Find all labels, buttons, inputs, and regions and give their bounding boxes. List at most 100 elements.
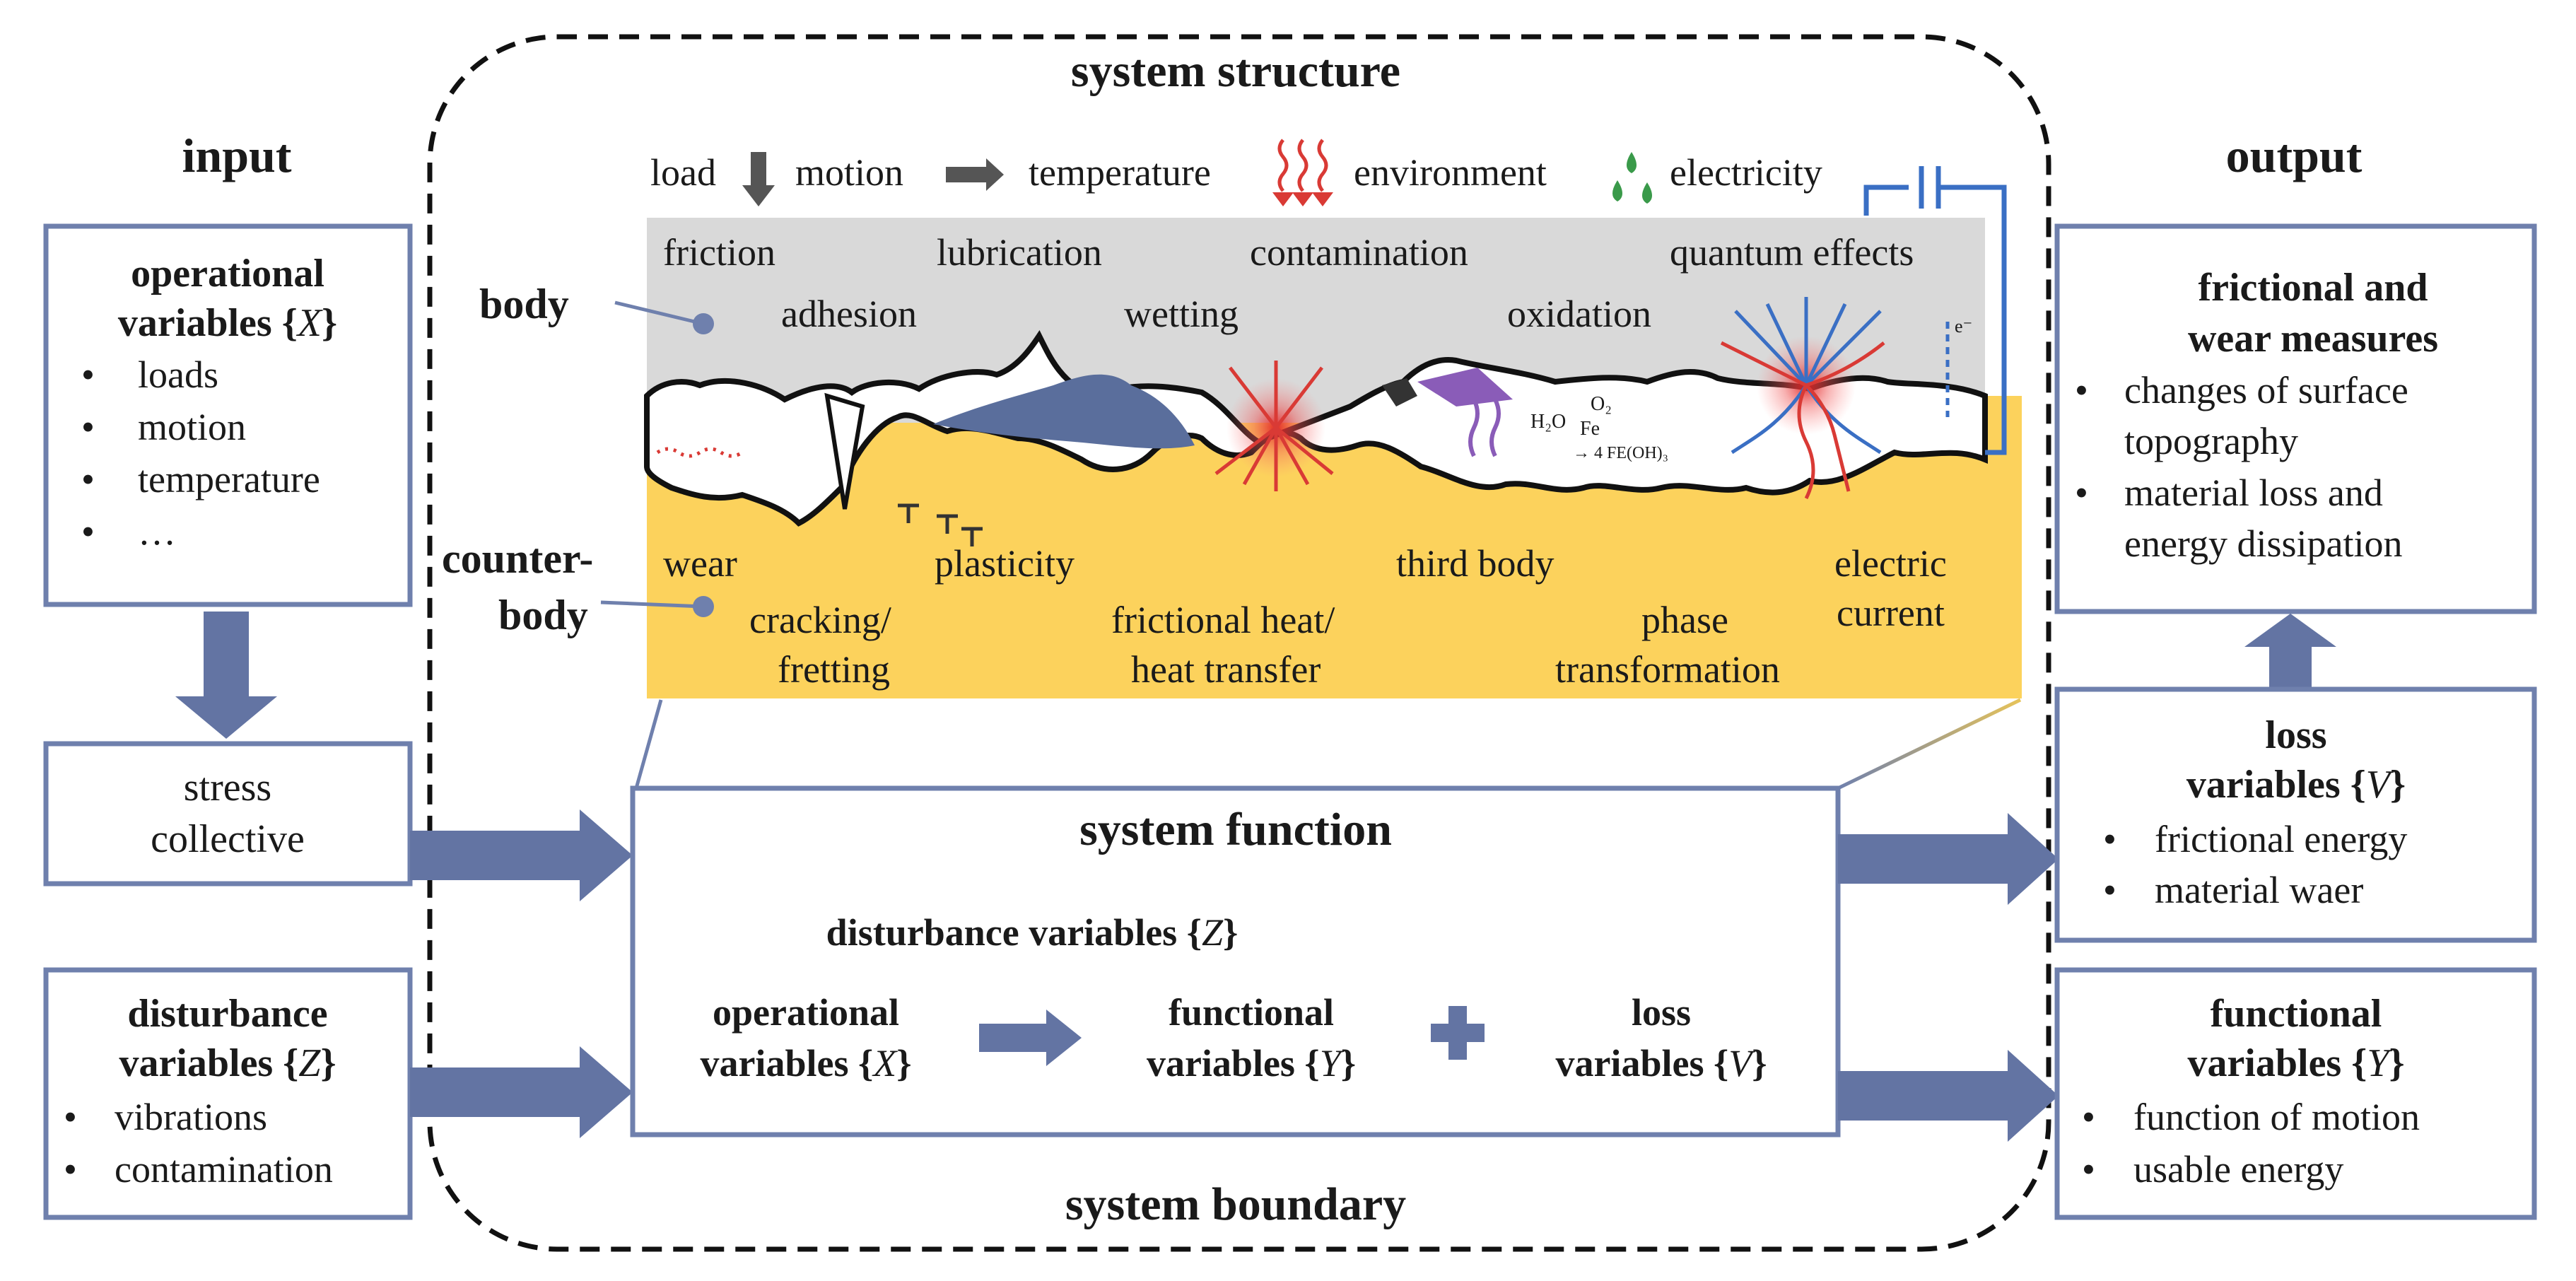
- influence-electricity: electricity: [1670, 151, 1822, 194]
- input-dist-item-1: vibrations: [115, 1096, 267, 1138]
- heat-arrows: [1214, 361, 1334, 491]
- out-fric-item-1b: topography: [2124, 420, 2298, 462]
- input-op-item-3: temperature: [138, 458, 320, 501]
- load-arrow-icon: [742, 152, 775, 206]
- bullet-dot: •: [2075, 369, 2088, 411]
- bullet-dot: •: [81, 353, 95, 396]
- effect-wetting: wetting: [1124, 293, 1239, 335]
- out-fric-item-1a: changes of surface: [2124, 369, 2408, 411]
- third-body-dark: [1382, 378, 1417, 406]
- system-boundary-frame: [427, 34, 2051, 1252]
- effect-cracking-2: fretting: [778, 648, 890, 691]
- stress-to-function-arrow: [410, 809, 633, 901]
- system-function-box: system function disturbance variables {Z…: [630, 785, 1841, 1137]
- funnel-right: [1837, 698, 2022, 790]
- counterbody-label-2: body: [498, 592, 588, 638]
- function-func-1: functional: [1169, 991, 1334, 1034]
- output-frictional-box: frictional and wear measures • changes o…: [2054, 223, 2537, 614]
- influence-motion: motion: [795, 151, 903, 194]
- chem-product: → 4 FE(OH)₃: [1573, 444, 1668, 462]
- effect-oxidation: oxidation: [1507, 293, 1651, 335]
- crack-spike: [824, 392, 865, 510]
- effect-friction: friction: [663, 231, 775, 274]
- effect-phase-2: transformation: [1555, 648, 1780, 691]
- out-fric-title-2: wear measures: [2188, 317, 2438, 361]
- function-loss-1: loss: [1632, 991, 1691, 1034]
- input-op-title-1: operational: [131, 252, 324, 296]
- bullet-dot: •: [2075, 472, 2088, 514]
- input-dist-title-2: variables {Z}: [119, 1041, 336, 1085]
- out-func-item-2: usable energy: [2133, 1148, 2343, 1191]
- third-body-heat-arrows: [1468, 398, 1501, 457]
- effect-lubrication: lubrication: [937, 231, 1102, 274]
- effect-electric-2: current: [1837, 592, 1945, 634]
- bullet-dot: •: [64, 1148, 77, 1191]
- input-disturbance-box: disturbance variables {Z} • vibrations •…: [43, 967, 413, 1220]
- plus-icon: [1431, 1006, 1485, 1060]
- adhesion-patch: [933, 374, 1195, 449]
- disturbance-to-function-arrow: [410, 1046, 633, 1138]
- system-structure-title: system structure: [1071, 45, 1400, 97]
- function-op-2: variables {X}: [700, 1042, 911, 1084]
- function-func-2: variables {Y}: [1147, 1042, 1356, 1084]
- effect-phase-1: phase: [1641, 599, 1728, 641]
- subsurface-damage: [656, 447, 744, 458]
- function-loss-2: variables {V}: [1555, 1042, 1767, 1084]
- input-heading: input: [182, 129, 292, 182]
- effect-wear: wear: [663, 542, 737, 585]
- motion-arrow-icon: [946, 158, 1004, 191]
- function-disturbance: disturbance variables {Z}: [826, 911, 1239, 954]
- output-functional-box: functional variables {Y} • function of m…: [2054, 967, 2537, 1220]
- counterbody-pointer: [600, 600, 704, 609]
- temperature-waves-icon: [1272, 139, 1333, 206]
- bullet-dot: •: [2082, 1096, 2095, 1138]
- function-arrow: [979, 1010, 1082, 1066]
- loss-up-arrow: [2244, 614, 2336, 689]
- third-body-particle: [1417, 368, 1513, 406]
- effect-heat-2: heat transfer: [1131, 648, 1321, 691]
- bullet-dot: •: [81, 406, 95, 448]
- out-fric-title-1: frictional and: [2198, 266, 2428, 310]
- out-fric-item-2a: material loss and: [2124, 472, 2383, 514]
- input-op-item-4: …: [138, 510, 176, 553]
- output-heading: output: [2226, 129, 2363, 182]
- body-pointer: [614, 300, 704, 326]
- out-loss-item-2: material waer: [2155, 869, 2363, 911]
- dislocation-marks: [898, 503, 983, 546]
- function-to-functional-arrow: [1838, 1050, 2059, 1142]
- out-loss-title-1: loss: [2265, 713, 2326, 757]
- effect-plasticity: plasticity: [935, 542, 1075, 585]
- chem-o2: O₂: [1591, 393, 1612, 415]
- out-func-title-2: variables {Y}: [2187, 1041, 2404, 1085]
- effect-cracking-1: cracking/: [749, 599, 891, 641]
- input-op-item-1: loads: [138, 353, 218, 396]
- counterbody-label-1: counter-: [442, 535, 593, 582]
- influence-environment: environment: [1354, 151, 1547, 194]
- stress-collective-box: stress collective: [43, 741, 413, 887]
- effect-heat-1: frictional heat/: [1111, 599, 1335, 641]
- electricity-wire: [1863, 166, 2007, 455]
- effect-adhesion: adhesion: [781, 293, 917, 335]
- input-dist-title-1: disturbance: [127, 992, 327, 1036]
- funnel-left: [634, 699, 663, 789]
- out-fric-item-2b: energy dissipation: [2124, 522, 2402, 565]
- chem-h2o: H₂O: [1530, 411, 1566, 433]
- electric-heat-arrows: [1720, 341, 1885, 500]
- stress-line-1: stress: [184, 766, 271, 809]
- input-op-title-2: variables {X}: [118, 301, 337, 345]
- function-title: system function: [1079, 804, 1392, 855]
- bullet-dot: •: [64, 1096, 77, 1138]
- out-func-title-1: functional: [2211, 992, 2382, 1036]
- effect-electric-1: electric: [1834, 542, 1947, 585]
- out-loss-item-1: frictional energy: [2155, 818, 2407, 860]
- body-label: body: [479, 281, 569, 327]
- effect-contamination: contamination: [1250, 231, 1468, 274]
- input-down-arrow: [175, 612, 277, 739]
- input-op-item-2: motion: [138, 406, 246, 448]
- electron-label: e⁻: [1955, 316, 1972, 337]
- influence-load: load: [650, 151, 716, 194]
- bullet-dot: •: [81, 510, 95, 553]
- influence-temperature: temperature: [1029, 151, 1211, 194]
- effect-third-body: third body: [1396, 542, 1555, 585]
